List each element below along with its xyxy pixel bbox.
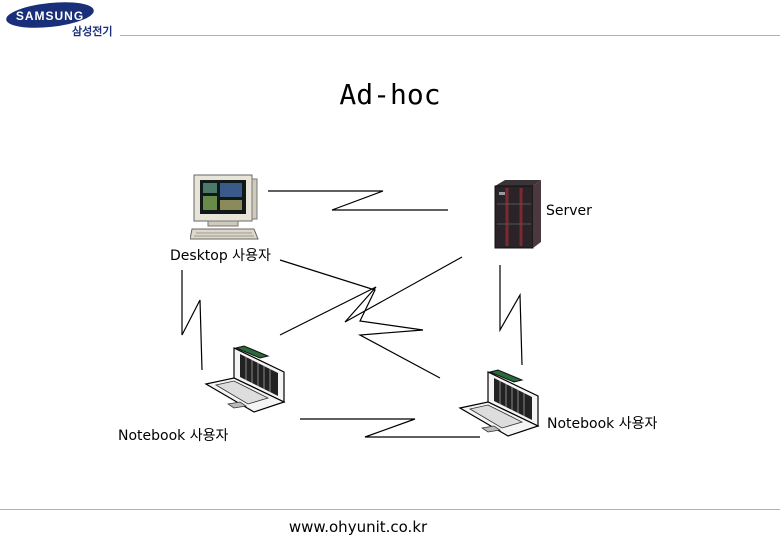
link-notebooks — [300, 419, 480, 437]
link-server-notebook-right — [500, 265, 522, 365]
desktop-label: Desktop 사용자 — [170, 245, 271, 265]
link-desktop-notebook-left — [182, 270, 202, 370]
footer-url: www.ohyunit.co.kr — [0, 518, 716, 536]
link-desktop-server — [268, 191, 448, 210]
desktop-computer-icon — [190, 173, 260, 245]
laptop-left-icon — [204, 344, 288, 414]
footer-rule — [0, 509, 780, 510]
laptop-right-icon — [458, 368, 542, 438]
notebook-right-label: Notebook 사용자 — [547, 413, 657, 433]
server-icon — [493, 180, 543, 250]
notebook-left-label: Notebook 사용자 — [118, 425, 228, 445]
server-label: Server — [546, 203, 592, 219]
link-desktop-notebook-right — [280, 260, 440, 378]
